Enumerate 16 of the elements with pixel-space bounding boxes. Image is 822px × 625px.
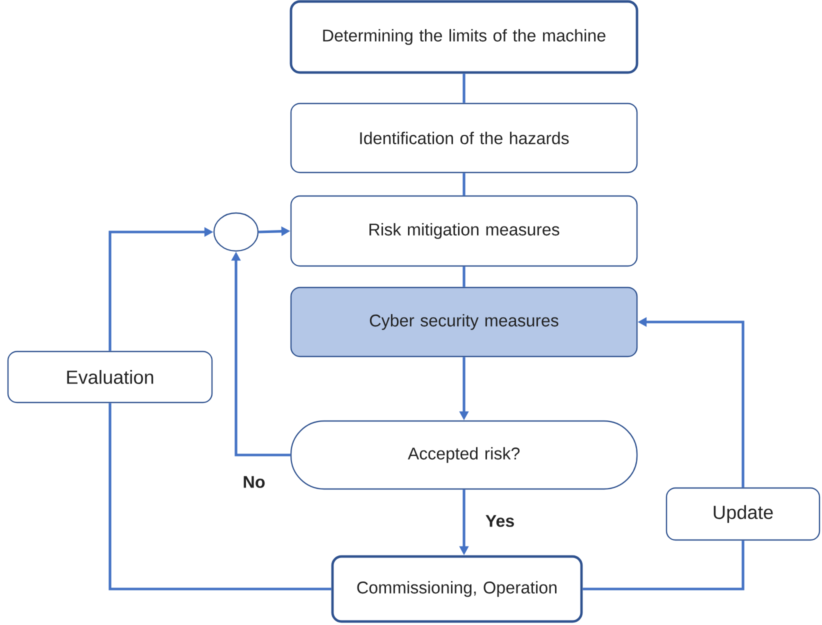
connector-line [108,403,332,590]
process-box: Risk mitigation measures [290,195,638,267]
evaluation-box: Evaluation [7,350,213,404]
connector-line [462,173,466,196]
process-box: Identification of the hazards [290,102,638,174]
junction-circle [213,212,259,252]
process-box: Determining the limits of the machine [290,0,638,74]
connector-line [462,74,466,103]
edge-label: No [242,475,266,489]
process-box: Cyber security measures [290,286,638,358]
connector-line [582,540,744,590]
update-box: Update [666,487,820,541]
connector-line [462,266,466,287]
decision-terminal: Accepted risk? [290,420,638,490]
edge-label: Yes [484,514,516,528]
process-box: Commissioning, Operation [331,555,583,623]
